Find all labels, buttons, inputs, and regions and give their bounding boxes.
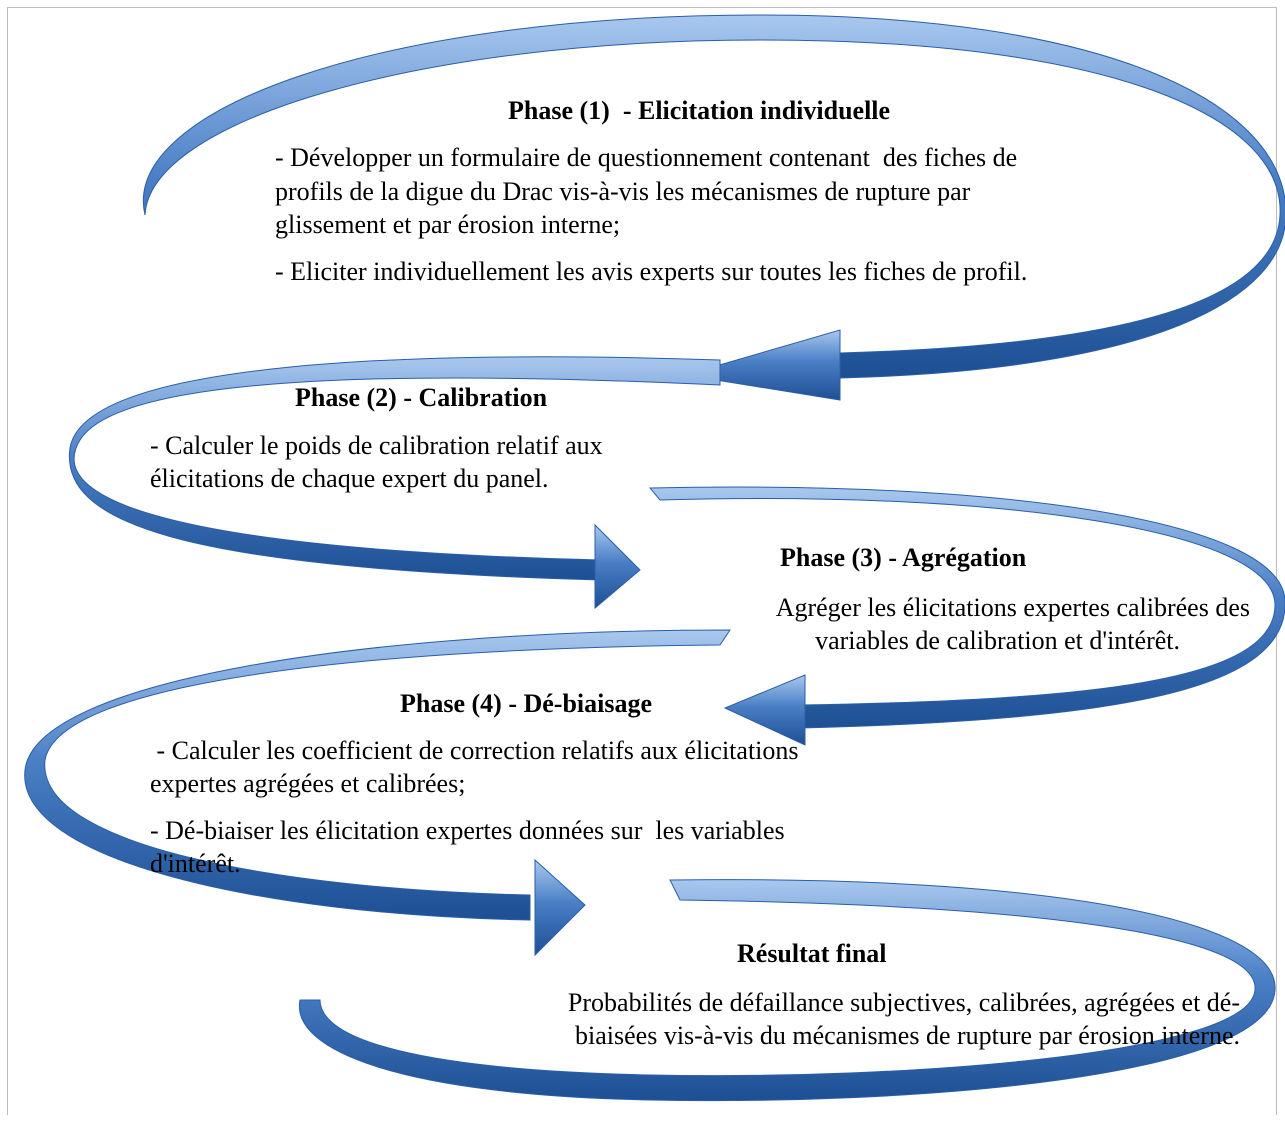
phase3-line2: variables de calibration et d'intérêt. [815,626,1180,655]
result-line1: Probabilités de défaillance subjectives,… [567,988,1240,1017]
phase3-line1: Agréger les élicitations expertes calibr… [775,593,1250,622]
phase4-bullet2-line2: d'intérêt. [150,849,241,878]
phase2-title: Phase (2) - Calibration [295,383,548,412]
result-line2: biaisées vis-à-vis du mécanismes de rupt… [575,1021,1240,1050]
phase2-line2: élicitations de chaque expert du panel. [150,464,549,493]
phase4-title: Phase (4) - Dé-biaisage [400,689,653,718]
phase1-bullet1-line2: profils de la digue du Drac vis-à-vis le… [275,177,971,206]
phase4-bullet1-line2: expertes agrégées et calibrées; [150,769,466,798]
result-title: Résultat final [737,939,887,968]
arrow-phase2-to-phase3 [68,356,721,610]
figure-frame [7,7,1277,1115]
phase1-bullet1-line3: glissement et par érosion interne; [275,210,621,239]
phase1-title: Phase (1) - Elicitation individuelle [508,96,891,125]
phase1-bullet2: - Eliciter individuellement les avis exp… [275,257,1028,286]
phase4-bullet2-line1: - Dé-biaiser les élicitation expertes do… [150,816,785,845]
phase2-line1: - Calculer le poids de calibration relat… [150,431,603,460]
phase4-bullet1-line1: - Calculer les coefficient de correction… [150,736,799,765]
arrow-result-loop [298,879,1276,1102]
arrow-phase3-to-phase4 [648,486,1285,746]
phase1-bullet1-line1: - Développer un formulaire de questionne… [275,143,1018,172]
arrow-phase1-to-phase2 [142,14,1285,401]
arrow-phase4-to-result [24,629,731,957]
phase3-title: Phase (3) - Agrégation [780,543,1027,572]
